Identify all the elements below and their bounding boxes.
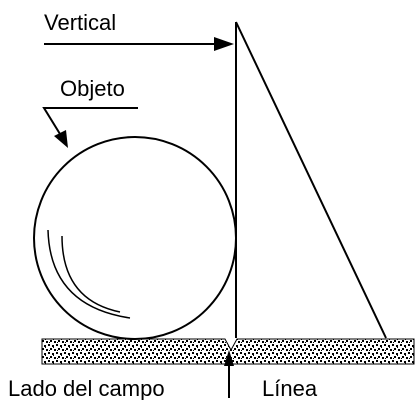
object-circle	[33, 136, 237, 340]
vertical-arrowhead-icon	[214, 37, 234, 51]
field-side-label: Lado del campo	[8, 376, 165, 400]
object-arrowhead-icon	[54, 130, 68, 148]
ground-strip	[41, 338, 415, 365]
object-pointer-line	[42, 107, 138, 135]
vertical-label: Vertical	[44, 10, 116, 35]
object-highlight-inner	[61, 235, 121, 313]
diagonal-line	[235, 21, 387, 339]
object-highlight-outer	[47, 229, 131, 319]
line-arrowhead-icon	[224, 350, 234, 366]
line-label: Línea	[262, 376, 318, 400]
object-label: Objeto	[60, 76, 125, 101]
